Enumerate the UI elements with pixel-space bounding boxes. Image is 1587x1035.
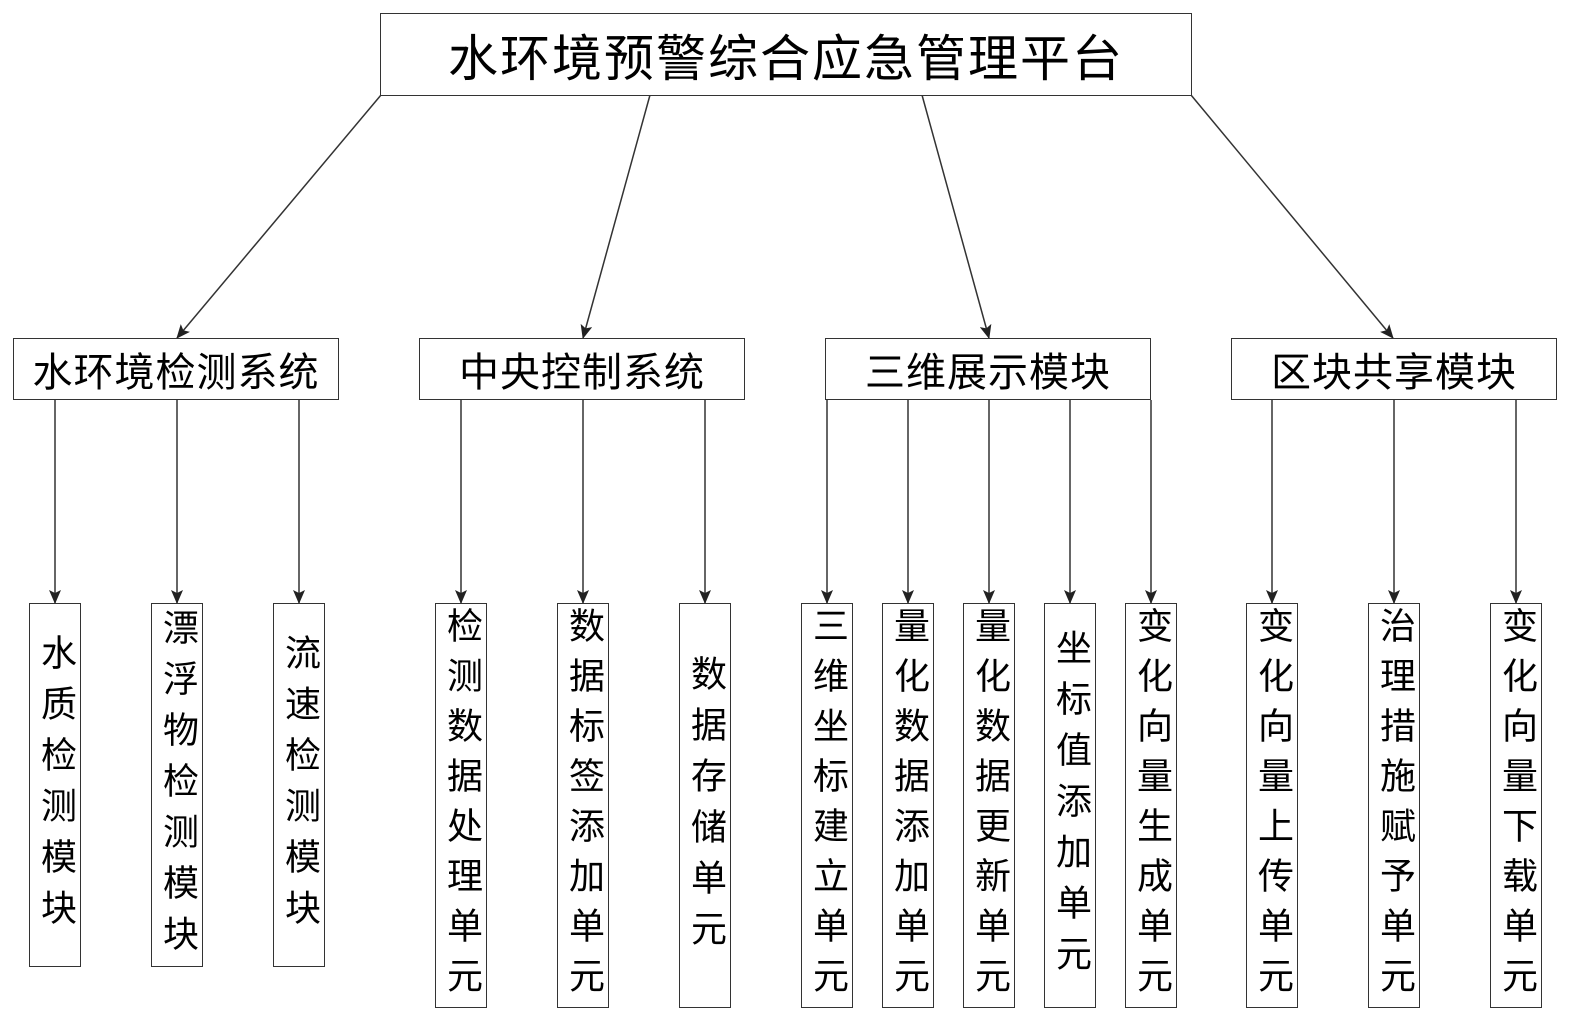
unit-box-water-quality: 水质检测模块	[29, 603, 81, 967]
unit-box-data-storage: 数据存储单元	[679, 603, 731, 1008]
system-box-water-monitoring: 水环境检测系统	[13, 338, 339, 400]
system-label: 三维展示模块	[865, 350, 1111, 396]
unit-box-governance-measure-assigning: 治理措施赋予单元	[1368, 603, 1420, 1008]
unit-label: 变化向量生成单元	[1131, 606, 1172, 1007]
unit-box-change-vector-upload: 变化向量上传单元	[1246, 603, 1298, 1008]
unit-box-change-vector-generation: 变化向量生成单元	[1125, 603, 1177, 1008]
system-box-blockchain-sharing: 区块共享模块	[1231, 338, 1557, 400]
system-label: 区块共享模块	[1271, 350, 1517, 396]
connector-root-to-system-2	[580, 94, 651, 339]
system-box-3d-display: 三维展示模块	[825, 338, 1151, 400]
system-label: 水环境检测系统	[32, 350, 320, 396]
unit-label: 数据标签添加单元	[563, 606, 604, 1007]
root-platform-label: 水环境预警综合应急管理平台	[448, 29, 1124, 88]
connector-root-to-system-3	[921, 94, 992, 339]
root-platform-box: 水环境预警综合应急管理平台	[380, 13, 1192, 96]
unit-box-quantified-data-adding: 量化数据添加单元	[882, 603, 934, 1008]
unit-label: 水质检测模块	[35, 634, 76, 940]
unit-box-change-vector-download: 变化向量下载单元	[1490, 603, 1542, 1008]
unit-label: 流速检测模块	[279, 634, 320, 940]
unit-box-floating-object: 漂浮物检测模块	[151, 603, 203, 967]
unit-label: 治理措施赋予单元	[1374, 606, 1415, 1007]
unit-box-quantified-data-updating: 量化数据更新单元	[963, 603, 1015, 1008]
connector-root-to-system-1	[176, 94, 382, 339]
unit-label: 检测数据处理单元	[441, 606, 482, 1007]
system-box-central-control: 中央控制系统	[419, 338, 745, 400]
unit-label: 漂浮物检测模块	[157, 608, 198, 966]
unit-box-detection-data-processing: 检测数据处理单元	[435, 603, 487, 1008]
unit-box-data-tag-adding: 数据标签添加单元	[557, 603, 609, 1008]
unit-label: 变化向量下载单元	[1496, 606, 1537, 1007]
unit-box-coordinate-value-adding: 坐标值添加单元	[1044, 603, 1096, 1008]
unit-box-3d-coordinate-establishing: 三维坐标建立单元	[801, 603, 853, 1008]
unit-label: 坐标值添加单元	[1050, 629, 1091, 986]
unit-label: 变化向量上传单元	[1252, 606, 1293, 1007]
unit-label: 数据存储单元	[685, 654, 726, 961]
unit-label: 量化数据添加单元	[888, 606, 929, 1007]
unit-label: 三维坐标建立单元	[807, 606, 848, 1007]
unit-box-flow-speed: 流速检测模块	[273, 603, 325, 967]
unit-label: 量化数据更新单元	[969, 606, 1010, 1007]
system-label: 中央控制系统	[459, 350, 705, 396]
connector-root-to-system-4	[1190, 94, 1394, 339]
